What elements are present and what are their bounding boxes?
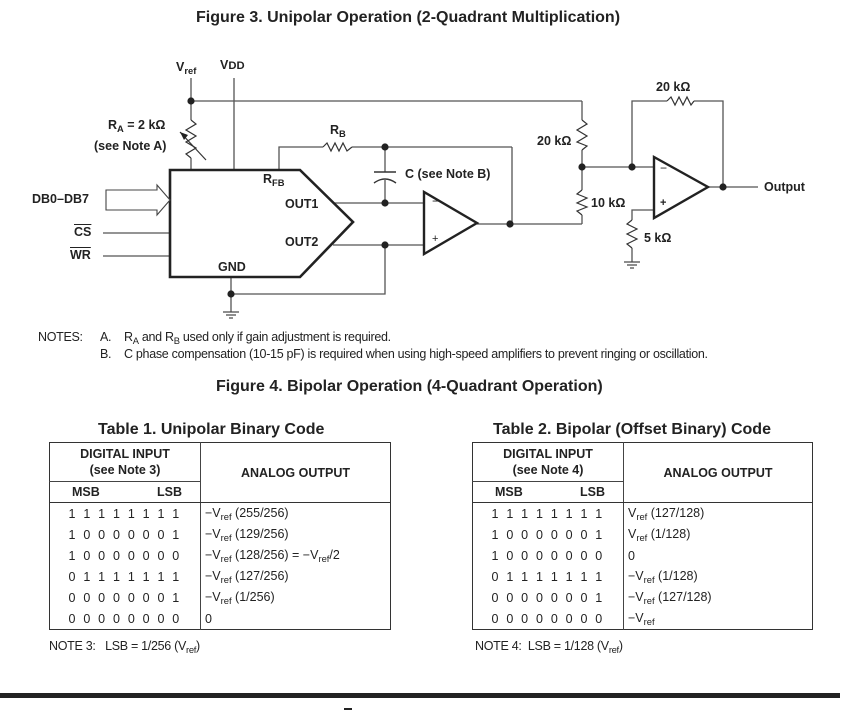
- capacitor-c: [373, 171, 397, 184]
- op2-minus-sign: −: [660, 161, 668, 175]
- junction-dot: [187, 97, 195, 105]
- table2-title: Table 2. Bipolar (Offset Binary) Code: [493, 421, 771, 438]
- figure4-title: Figure 4. Bipolar Operation (4-Quadrant …: [216, 378, 603, 395]
- junction-dot: [628, 163, 636, 171]
- footer-rule: [0, 693, 840, 698]
- r20k-vertical-label: 20 kΩ: [537, 134, 572, 148]
- junction-dot: [227, 290, 235, 298]
- rfb-pin-label: RFB: [263, 172, 285, 188]
- table-row: 0 1 1 1 1 1 1 1−Vref (127/256): [50, 566, 391, 587]
- ra-wiper-arrowhead: [180, 132, 188, 140]
- junction-dot: [381, 241, 389, 249]
- table-row: 1 0 0 0 0 0 0 0−Vref (128/256) = −Vref/2: [50, 545, 391, 566]
- page-mark: [344, 708, 352, 710]
- note-a-text: RA and RB used only if gain adjustment i…: [124, 330, 391, 346]
- analog-output-header: ANALOG OUTPUT: [623, 442, 813, 503]
- ground-symbol-dac: [223, 311, 239, 319]
- chip-select-label: CS: [74, 225, 92, 239]
- table1-title: Table 1. Unipolar Binary Code: [98, 421, 325, 438]
- ra-label: RA = 2 kΩ: [108, 118, 166, 134]
- table-row: 1 0 0 0 0 0 0 1−Vref (129/256): [50, 524, 391, 545]
- op-amp-2: [652, 154, 711, 221]
- junction-dot: [381, 143, 389, 151]
- table1-note: NOTE 3: LSB = 1/256 (Vref): [49, 639, 200, 655]
- dac-chip-body: [168, 168, 355, 279]
- r20k-feedback-resistor: [666, 95, 695, 107]
- vdd-label: VDD: [220, 58, 245, 72]
- note-b-letter: B.: [100, 347, 112, 361]
- rfb-wire: [278, 146, 323, 170]
- r20k-vertical-resistor: [575, 119, 589, 151]
- note-a-letter: A.: [100, 330, 112, 344]
- unipolar-code-table: DIGITAL INPUT(see Note 3) ANALOG OUTPUT …: [49, 442, 391, 630]
- table-row: 0 0 0 0 0 0 0 0−Vref: [473, 608, 813, 630]
- digital-input-header: DIGITAL INPUT(see Note 3): [49, 442, 201, 482]
- junction-dot: [506, 220, 514, 228]
- gnd-pin-label: GND: [218, 260, 246, 274]
- bipolar-code-table: DIGITAL INPUT(see Note 4) ANALOG OUTPUT …: [472, 442, 813, 630]
- junction-dot: [381, 199, 389, 207]
- figure3-title: Figure 3. Unipolar Operation (2-Quadrant…: [196, 9, 621, 26]
- r20k-feedback-label: 20 kΩ: [656, 80, 691, 94]
- digital-input-header: DIGITAL INPUT(see Note 4): [472, 442, 624, 482]
- op-amp-1: [422, 189, 480, 257]
- out2-pin-label: OUT2: [285, 235, 319, 249]
- capacitor-label: C (see Note B): [405, 167, 491, 181]
- table-row: 1 1 1 1 1 1 1 1−Vref (255/256): [50, 502, 391, 524]
- r10k-label: 10 kΩ: [591, 196, 626, 210]
- op1-plus-sign: +: [432, 233, 439, 245]
- notes-heading: NOTES:: [38, 330, 83, 344]
- rb-label: RB: [330, 123, 346, 139]
- rb-resistor: [322, 141, 353, 153]
- output-label: Output: [764, 180, 805, 194]
- table-row: 0 0 0 0 0 0 0 1−Vref (127/128): [473, 587, 813, 608]
- ground-symbol-5k: [624, 261, 640, 269]
- data-bus-arrow: [105, 183, 171, 217]
- unipolar-circuit-schematic: [103, 78, 758, 319]
- ra-resistor: [184, 119, 198, 159]
- junction-dot: [719, 183, 727, 191]
- op1-minus-sign: −: [432, 194, 440, 208]
- out2-to-gnd-wire: [231, 245, 386, 295]
- table2-note: NOTE 4: LSB = 1/128 (Vref): [475, 639, 623, 655]
- write-label: WR: [70, 248, 91, 262]
- data-bus-label: DB0–DB7: [32, 192, 89, 206]
- analog-output-header: ANALOG OUTPUT: [200, 442, 391, 503]
- table-row: 0 0 0 0 0 0 0 1−Vref (1/256): [50, 587, 391, 608]
- op2-plus-sign: +: [660, 197, 667, 209]
- table-row: 0 1 1 1 1 1 1 1−Vref (1/128): [473, 566, 813, 587]
- r5k-label: 5 kΩ: [644, 231, 672, 245]
- out1-pin-label: OUT1: [285, 197, 319, 211]
- r10k-resistor: [575, 189, 589, 216]
- note-b-text: C phase compensation (10-15 pF) is requi…: [124, 347, 708, 361]
- r5k-resistor: [625, 219, 639, 249]
- junction-dot: [578, 163, 586, 171]
- ra-note-label: (see Note A): [94, 139, 167, 153]
- vref-label: Vref: [176, 60, 197, 76]
